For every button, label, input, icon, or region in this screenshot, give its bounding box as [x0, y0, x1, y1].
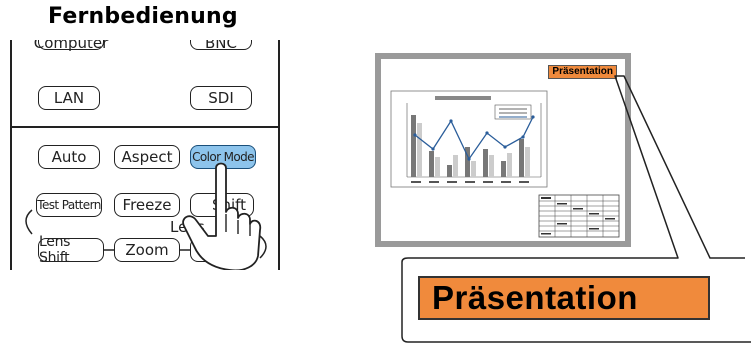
screen-table-illustration — [538, 194, 620, 238]
auto-button[interactable]: Auto — [38, 145, 100, 169]
zoom-button[interactable]: Zoom — [114, 238, 180, 262]
remote-right-edge — [278, 40, 280, 270]
pressing-hand-icon — [182, 162, 262, 270]
bnc-button-label: BNC — [205, 40, 237, 52]
aspect-button[interactable]: Aspect — [114, 145, 180, 169]
test-pattern-button[interactable]: Test Pattern — [36, 193, 102, 217]
remote-control: Computer BNC LAN SDI Auto Aspect Color M… — [10, 40, 280, 270]
screen-chart-illustration — [390, 90, 548, 188]
computer-button-label: Computer — [33, 40, 109, 52]
lan-button[interactable]: LAN — [38, 86, 100, 110]
remote-left-edge — [10, 40, 12, 270]
mode-badge-small: Präsentation — [548, 65, 617, 79]
remote-divider — [10, 126, 280, 128]
freeze-button[interactable]: Freeze — [114, 193, 180, 217]
computer-button[interactable]: Computer — [34, 40, 108, 52]
projection-screen: Präsentation — [381, 59, 625, 241]
remote-control-heading: Fernbedienung — [48, 4, 238, 29]
projection-screen-frame: Präsentation — [375, 53, 631, 247]
sdi-button[interactable]: SDI — [190, 86, 252, 110]
mode-badge-enlarged: Präsentation — [418, 276, 710, 320]
lens-shift-button[interactable]: Lens Shift — [38, 234, 104, 266]
lens-group-bracket — [25, 209, 267, 259]
